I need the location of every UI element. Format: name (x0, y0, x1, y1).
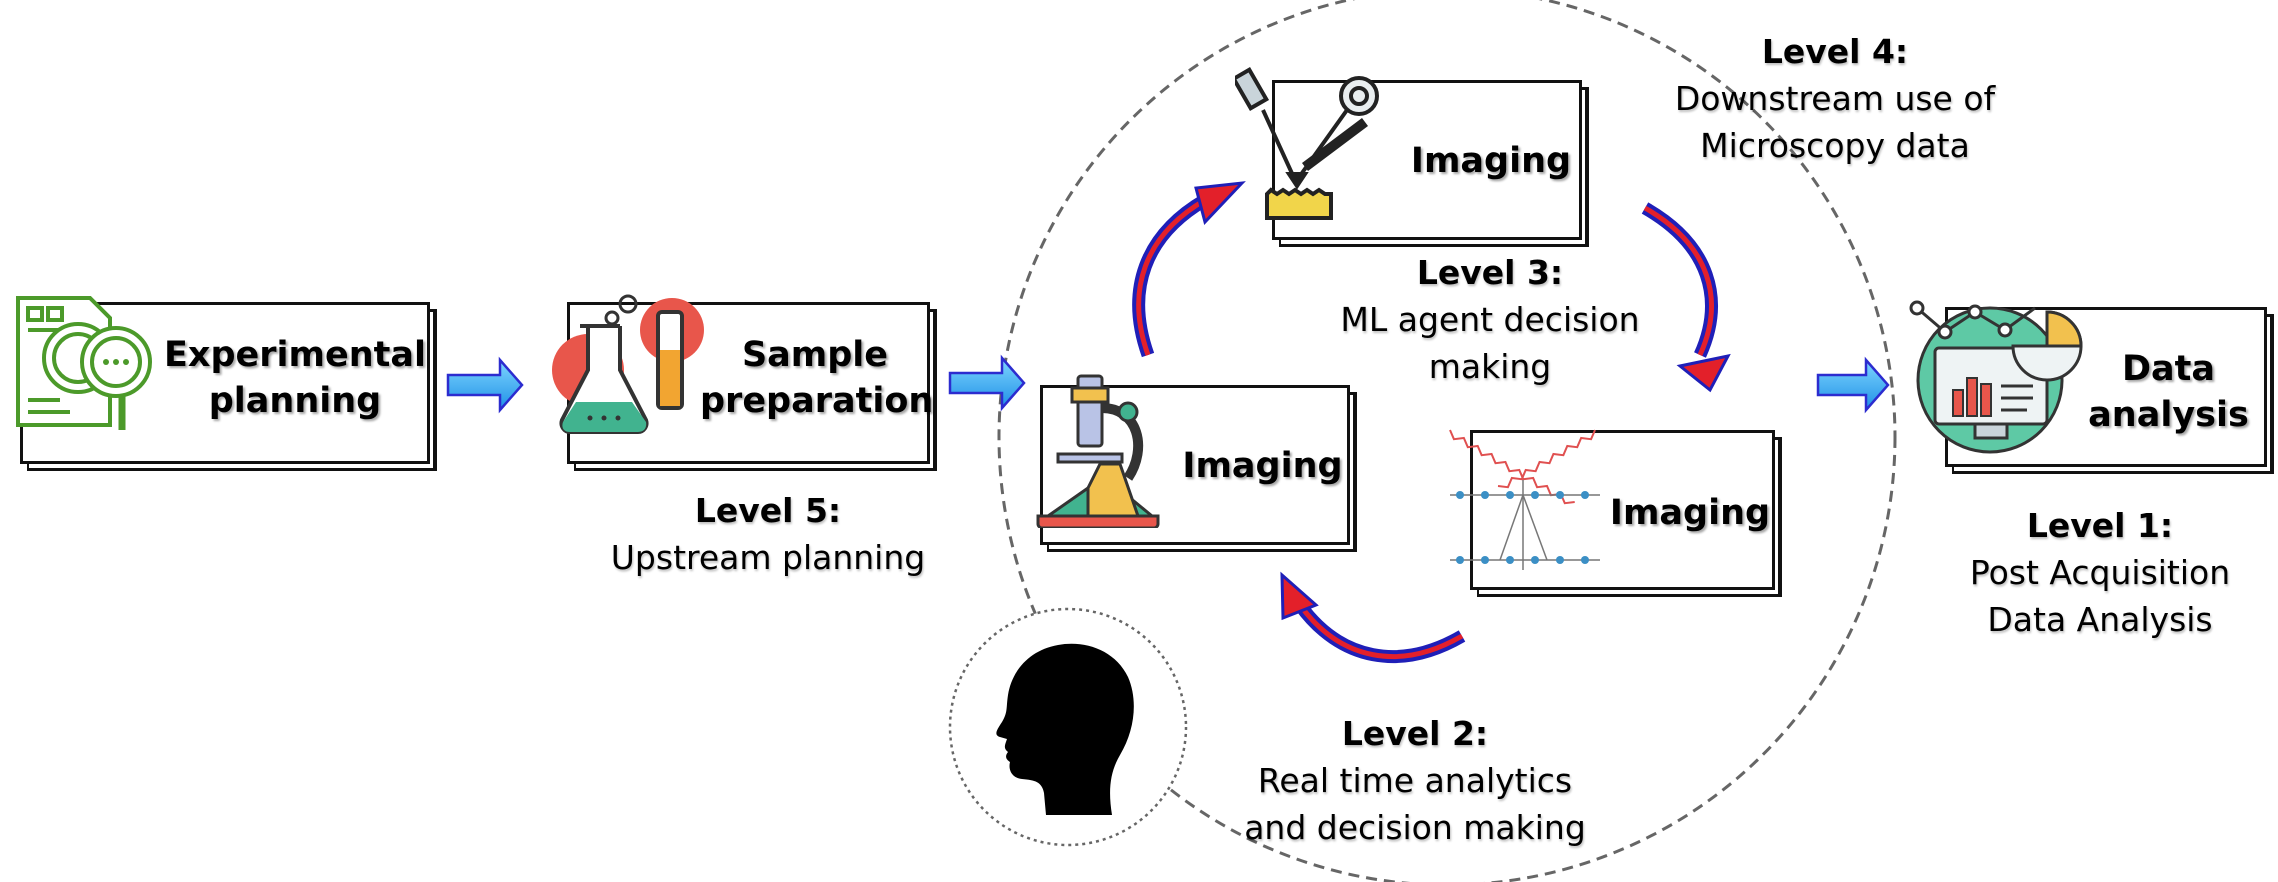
imaging-cycle-circle (997, 0, 1897, 882)
probe-microscope-icon (1235, 67, 1379, 220)
level4-line2: Microscopy data (1700, 126, 1970, 165)
cycle-arrow-down (1641, 202, 1731, 393)
level2-line1: Real time analytics (1257, 761, 1573, 800)
data-dashboard-icon (1909, 300, 2083, 454)
data-analysis-label: Data analysis (2070, 346, 2267, 438)
lab-flask-icon (552, 294, 704, 434)
imaging-left-label: Imaging (1182, 446, 1343, 486)
human-head-icon (948, 607, 1188, 847)
level4-title: Level 4: (1761, 32, 1909, 71)
level3-line2: making (1428, 347, 1552, 386)
planning-icon (16, 296, 152, 430)
level1-line2: Data Analysis (1987, 600, 2213, 639)
flow-arrow-3 (1816, 356, 1890, 414)
imaging-right-label: Imaging (1609, 493, 1771, 533)
imaging-box-left (1040, 385, 1350, 545)
level1-caption: Level 1: Post Acquisition Data Analysis (1910, 502, 2278, 643)
level3-line1: ML agent decision (1340, 300, 1640, 339)
experimental-planning-label: Experimental planning (160, 332, 430, 424)
sample-preparation-line1: Sample (741, 335, 889, 375)
level2-caption: Level 2: Real time analytics and decisio… (1220, 710, 1610, 851)
imaging-box-top (1272, 80, 1582, 240)
level5-title: Level 5: (694, 491, 842, 530)
level2-line2: and decision making (1244, 808, 1586, 847)
level1-line1: Post Acquisition (1969, 553, 2231, 592)
level5-caption: Level 5: Upstream planning (573, 487, 963, 581)
cycle-arrow-left (1280, 571, 1466, 663)
imaging-top-label: Imaging (1410, 141, 1572, 181)
experimental-planning-line1: Experimental (163, 335, 426, 375)
level1-title: Level 1: (2026, 506, 2174, 545)
level5-description: Upstream planning (610, 538, 926, 577)
experimental-planning-line2: planning (208, 381, 382, 421)
sample-preparation-label: Sample preparation (700, 332, 934, 424)
microscope-icon (1036, 374, 1160, 528)
flow-arrow-1 (446, 356, 524, 414)
flow-arrow-2 (948, 354, 1026, 412)
cycle-arrow-up (1132, 181, 1246, 358)
level4-line1: Downstream use of (1674, 79, 1996, 118)
level3-title: Level 3: (1416, 253, 1564, 292)
data-analysis-line1: Data (2121, 349, 2216, 389)
level4-caption: Level 4: Downstream use of Microscopy da… (1640, 28, 2030, 169)
level2-title: Level 2: (1341, 714, 1489, 753)
data-analysis-line2: analysis (2088, 395, 2249, 435)
diffraction-diagram-icon (1449, 429, 1600, 570)
imaging-box-right (1470, 430, 1775, 590)
level3-caption: Level 3: ML agent decision making (1300, 249, 1680, 390)
sample-preparation-line2: preparation (700, 381, 934, 421)
